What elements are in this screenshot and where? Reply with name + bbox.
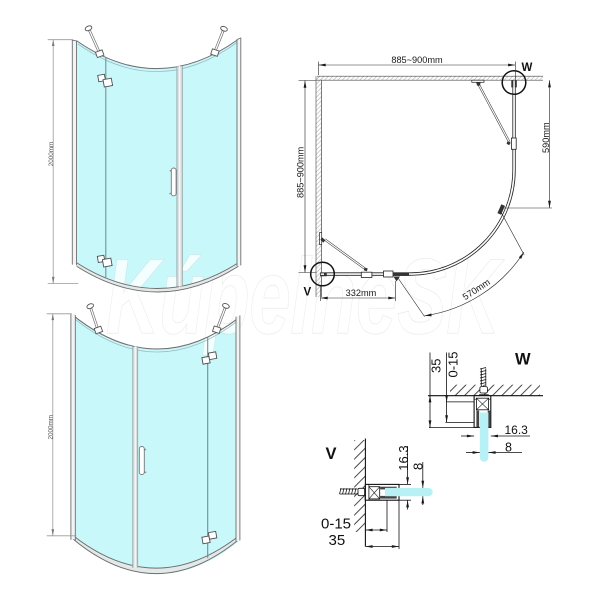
svg-text:590mm: 590mm bbox=[541, 122, 551, 153]
svg-text:W: W bbox=[522, 62, 533, 74]
svg-text:0-15: 0-15 bbox=[446, 351, 461, 377]
svg-text:16.3: 16.3 bbox=[396, 445, 411, 470]
svg-text:2000mm: 2000mm bbox=[48, 415, 55, 440]
svg-text:8: 8 bbox=[410, 463, 425, 470]
svg-text:8: 8 bbox=[505, 441, 512, 455]
svg-text:W: W bbox=[515, 351, 531, 369]
svg-text:16.3: 16.3 bbox=[505, 423, 529, 437]
svg-text:332mm: 332mm bbox=[346, 288, 377, 298]
svg-text:V: V bbox=[304, 287, 312, 299]
svg-text:2000mm: 2000mm bbox=[48, 142, 55, 167]
svg-text:V: V bbox=[326, 445, 337, 463]
svg-text:35: 35 bbox=[428, 359, 443, 373]
svg-text:885~900mm: 885~900mm bbox=[296, 146, 306, 198]
svg-text:885~900mm: 885~900mm bbox=[391, 55, 443, 65]
svg-text:35: 35 bbox=[329, 532, 346, 549]
svg-text:0-15: 0-15 bbox=[321, 516, 351, 533]
